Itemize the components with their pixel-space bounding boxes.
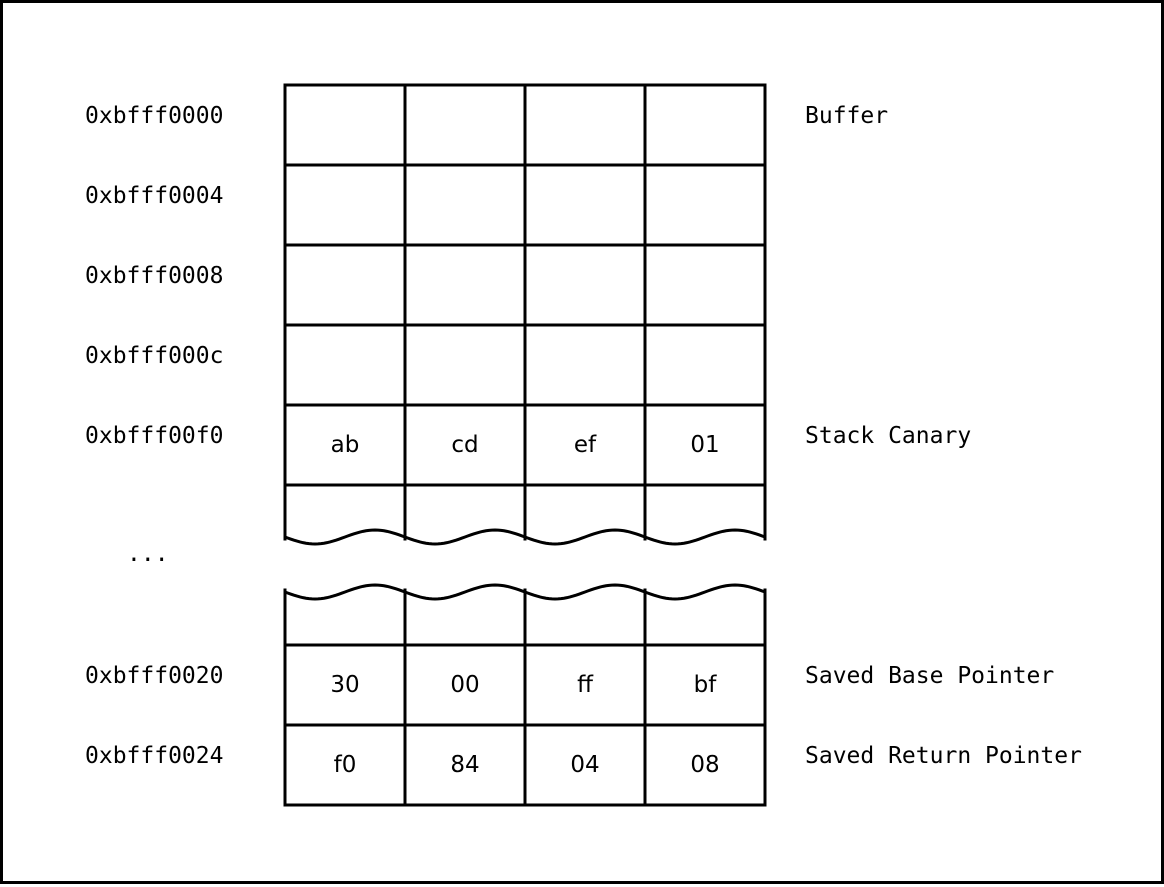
address-label: 0xbfff0024 <box>85 743 224 769</box>
buffer-label: Buffer <box>805 103 889 129</box>
byte-value: 04 <box>570 752 599 778</box>
upper-break-wave <box>284 528 766 546</box>
byte-value: 30 <box>330 672 359 698</box>
byte-value: bf <box>694 672 718 698</box>
byte-value: ef <box>574 432 597 458</box>
byte-value: ab <box>331 432 360 458</box>
address-label: 0xbfff0020 <box>85 663 224 689</box>
byte-value: 84 <box>450 752 479 778</box>
byte-value: ff <box>577 672 594 698</box>
saved-base-pointer-label: Saved Base Pointer <box>805 663 1055 689</box>
byte-value: cd <box>451 432 478 458</box>
stack-canary-label: Stack Canary <box>805 423 972 449</box>
byte-value: f0 <box>334 752 357 778</box>
address-label: 0xbfff0000 <box>85 103 224 129</box>
omitted-rows-ellipsis: ... <box>127 541 169 567</box>
byte-value: 08 <box>690 752 719 778</box>
byte-value: 01 <box>690 432 719 458</box>
address-label: 0xbfff000c <box>85 343 224 369</box>
memory-grid: ab cd ef 01 30 00 ff bf f0 84 04 08 <box>283 83 767 807</box>
byte-value: 00 <box>450 672 479 698</box>
address-label: 0xbfff0004 <box>85 183 224 209</box>
saved-return-pointer-label: Saved Return Pointer <box>805 743 1082 769</box>
address-label: 0xbfff00f0 <box>85 423 224 449</box>
address-label: 0xbfff0008 <box>85 263 224 289</box>
